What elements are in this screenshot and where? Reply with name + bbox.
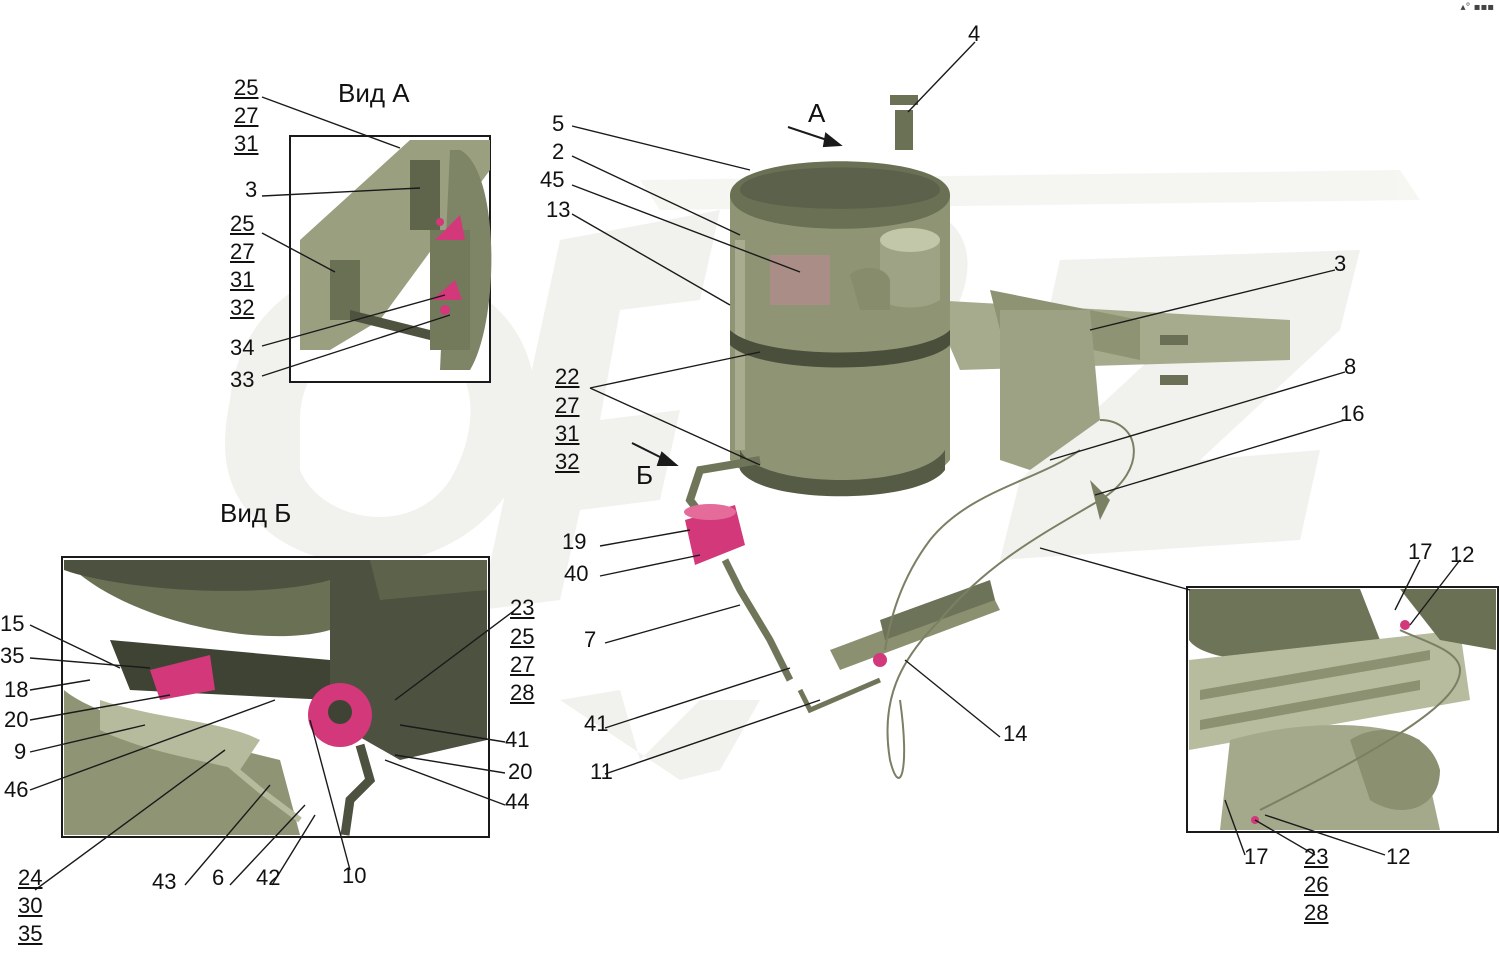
callout-31: 31 bbox=[555, 421, 580, 446]
callout-12: 12 bbox=[1386, 844, 1411, 869]
callout-22: 22 bbox=[555, 364, 580, 389]
view-a-arrow-label: А bbox=[808, 98, 826, 128]
callout-4: 4 bbox=[968, 21, 981, 46]
view-b-arrow-label: Б bbox=[636, 460, 654, 490]
leader-lines bbox=[29, 41, 1461, 891]
callout-28: 28 bbox=[1304, 900, 1329, 925]
callout-27: 27 bbox=[234, 103, 259, 128]
callout-18: 18 bbox=[4, 677, 29, 702]
callout-40: 40 bbox=[564, 561, 589, 586]
callout-19: 19 bbox=[562, 529, 587, 554]
callout-8: 8 bbox=[1344, 354, 1357, 379]
callout-45: 45 bbox=[540, 167, 565, 192]
callout-46: 46 bbox=[4, 777, 29, 802]
callout-30: 30 bbox=[18, 893, 43, 918]
callout-27: 27 bbox=[510, 652, 535, 677]
callout-32: 32 bbox=[230, 295, 255, 320]
callout-23: 23 bbox=[1304, 844, 1329, 869]
callout-41: 41 bbox=[584, 711, 609, 736]
main-assembly bbox=[684, 95, 1290, 779]
callout-27: 27 bbox=[555, 393, 580, 418]
callout-16: 16 bbox=[1340, 401, 1365, 426]
callout-2: 2 bbox=[552, 139, 565, 164]
view-a-title: Вид А bbox=[338, 78, 410, 108]
callout-23: 23 bbox=[510, 595, 535, 620]
view-b-inset bbox=[61, 556, 490, 838]
callout-33: 33 bbox=[230, 367, 255, 392]
callout-25: 25 bbox=[510, 624, 535, 649]
corner-mark: ▴° ▪▪▪ bbox=[1460, 2, 1494, 13]
callout-24: 24 bbox=[18, 865, 43, 890]
callout-11: 11 bbox=[590, 759, 613, 784]
callout-10: 10 bbox=[342, 863, 367, 888]
callout-5: 5 bbox=[552, 111, 565, 136]
callout-7: 7 bbox=[584, 627, 597, 652]
callout-34: 34 bbox=[230, 335, 255, 360]
right-detail-inset bbox=[1186, 586, 1499, 833]
callout-15: 15 bbox=[0, 611, 25, 636]
callout-35: 35 bbox=[18, 921, 43, 946]
callout-25: 25 bbox=[230, 211, 255, 236]
callout-44: 44 bbox=[505, 789, 530, 814]
callout-17: 17 bbox=[1244, 844, 1269, 869]
callout-3: 3 bbox=[245, 177, 258, 202]
view-arrows bbox=[631, 126, 843, 466]
callout-17: 17 bbox=[1408, 539, 1433, 564]
callout-31: 31 bbox=[234, 131, 259, 156]
callout-14: 14 bbox=[1003, 721, 1028, 746]
view-b-title: Вид Б bbox=[220, 498, 292, 528]
callout-31: 31 bbox=[230, 267, 255, 292]
callout-41: 41 bbox=[505, 727, 530, 752]
callout-43: 43 bbox=[152, 869, 177, 894]
callout-26: 26 bbox=[1304, 872, 1329, 897]
callout-9: 9 bbox=[14, 739, 27, 764]
callout-27: 27 bbox=[230, 239, 255, 264]
view-a-inset bbox=[289, 135, 492, 383]
callout-25: 25 bbox=[234, 75, 259, 100]
callout-35: 35 bbox=[0, 643, 25, 668]
callout-13: 13 bbox=[546, 197, 571, 222]
callout-6: 6 bbox=[212, 865, 225, 890]
callout-42: 42 bbox=[256, 865, 281, 890]
callout-20: 20 bbox=[4, 707, 29, 732]
callout-12: 12 bbox=[1450, 542, 1475, 567]
callout-28: 28 bbox=[510, 680, 535, 705]
callout-20: 20 bbox=[508, 759, 533, 784]
callout-3: 3 bbox=[1334, 251, 1347, 276]
callout-32: 32 bbox=[555, 449, 580, 474]
